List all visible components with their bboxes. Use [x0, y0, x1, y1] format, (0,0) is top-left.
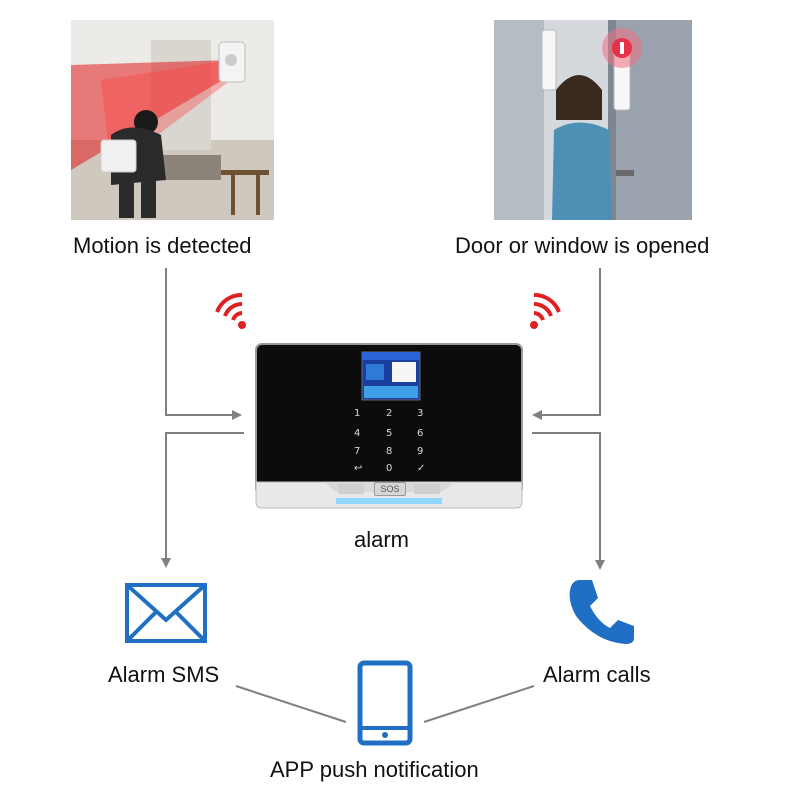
- motion-to-alarm-line: [165, 268, 242, 420]
- wireless-signal-icon-left: [215, 292, 246, 329]
- calls-label: Alarm calls: [543, 662, 651, 687]
- key-2[interactable]: 2: [386, 408, 393, 419]
- motion-photo: [71, 20, 274, 220]
- wireless-signal-icon-right: [530, 292, 561, 329]
- alarm-panel: 1 2 3 4 5 6 7 8 9 0 ↩ ✓ SOS: [254, 342, 524, 510]
- key-1[interactable]: 1: [354, 408, 361, 419]
- sos-button[interactable]: SOS: [374, 482, 406, 496]
- door-to-alarm-line: [532, 268, 601, 420]
- key-5[interactable]: 5: [386, 428, 393, 439]
- door-photo: [494, 20, 692, 220]
- door-label: Door or window is opened: [455, 233, 710, 258]
- key-6[interactable]: 6: [417, 428, 424, 439]
- sms-label: Alarm SMS: [108, 662, 220, 687]
- alarm-to-calls-line: [532, 432, 605, 570]
- sms-to-app-line: [235, 685, 347, 723]
- door-scene: [494, 20, 692, 220]
- phone-icon: [569, 580, 634, 644]
- key-7[interactable]: 7: [354, 446, 361, 457]
- key-3[interactable]: 3: [417, 408, 424, 419]
- app-label: APP push notification: [270, 757, 479, 782]
- home-button-right[interactable]: [414, 484, 440, 494]
- envelope-icon: [125, 583, 207, 643]
- alarm-label: alarm: [354, 527, 410, 552]
- key-0[interactable]: 0: [386, 463, 393, 474]
- home-button-left[interactable]: [338, 484, 364, 494]
- smartphone-icon: [357, 660, 413, 746]
- key-8[interactable]: 8: [386, 446, 393, 457]
- calls-to-app-line: [423, 685, 535, 723]
- motion-label: Motion is detected: [73, 233, 252, 258]
- alarm-panel-body: [255, 343, 523, 509]
- alarm-to-sms-line: [161, 432, 244, 568]
- back-key-icon[interactable]: ↩: [354, 463, 363, 474]
- confirm-key-icon[interactable]: ✓: [417, 463, 426, 474]
- motion-scene: [71, 20, 274, 220]
- key-4[interactable]: 4: [354, 428, 361, 439]
- key-9[interactable]: 9: [417, 446, 424, 457]
